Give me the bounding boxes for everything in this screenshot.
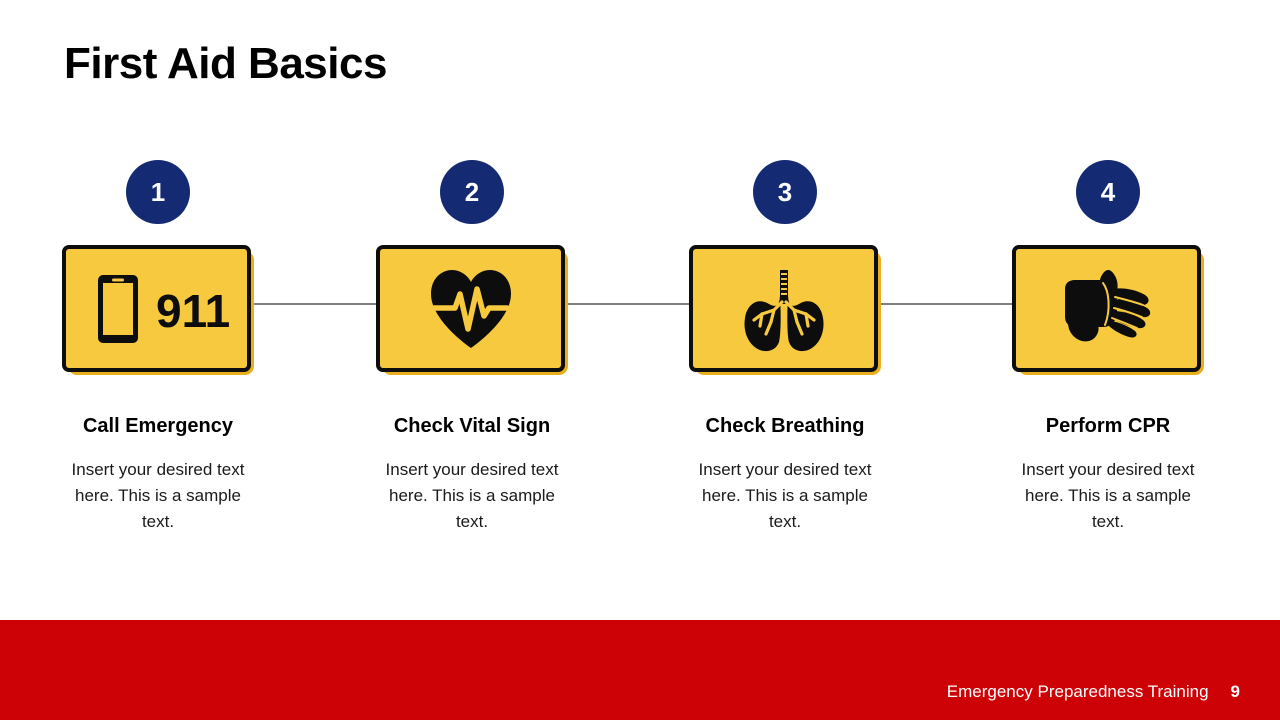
phone-911-icon: 911 — [97, 274, 230, 343]
step-item-perform-cpr[interactable]: 4 — [983, 160, 1233, 534]
heart-pulse-icon — [430, 269, 511, 348]
card-face[interactable] — [1012, 245, 1201, 372]
page-number: 9 — [1230, 682, 1240, 701]
step-card[interactable] — [689, 245, 881, 375]
step-item-call-emergency[interactable]: 1 911 Call Emergency Insert your desired… — [33, 160, 283, 534]
card-face[interactable] — [689, 245, 878, 372]
step-heading: Check Breathing — [705, 415, 865, 437]
step-body: Insert your desired text here. This is a… — [1021, 460, 1195, 531]
step-number-badge: 2 — [440, 160, 504, 224]
steps-row: 1 911 Call Emergency Insert your desired… — [33, 160, 1233, 534]
step-heading: Perform CPR — [1045, 415, 1171, 437]
card-face[interactable]: 911 — [62, 245, 251, 372]
step-body: Insert your desired text here. This is a… — [385, 460, 559, 531]
step-item-check-breathing[interactable]: 3 — [660, 160, 910, 534]
step-number-badge: 4 — [1076, 160, 1140, 224]
step-card[interactable]: 911 — [62, 245, 254, 375]
connector-line-3-4 — [879, 303, 1015, 305]
step-card[interactable] — [376, 245, 568, 375]
step-card[interactable] — [1012, 245, 1204, 375]
card-face[interactable] — [376, 245, 565, 372]
medical-gloves-icon — [1064, 269, 1150, 341]
connector-line-1-2 — [252, 303, 388, 305]
page-title: First Aid Basics — [64, 39, 387, 88]
svg-text:911: 911 — [156, 285, 230, 337]
step-item-check-vital-sign[interactable]: 2 Check Vital Sign Insert your desired t… — [347, 160, 597, 534]
step-number-badge: 1 — [126, 160, 190, 224]
lungs-icon — [743, 269, 824, 351]
footer-title: Emergency Preparedness Training — [946, 682, 1209, 701]
connector-line-2-3 — [565, 303, 701, 305]
step-number-badge: 3 — [753, 160, 817, 224]
step-body: Insert your desired text here. This is a… — [698, 460, 872, 531]
step-body: Insert your desired text here. This is a… — [71, 460, 245, 531]
step-heading: Check Vital Sign — [393, 415, 551, 437]
footer-content: Emergency Preparedness Training 9 — [947, 682, 1240, 702]
footer-band: Emergency Preparedness Training 9 — [0, 620, 1280, 720]
step-heading: Call Emergency — [82, 415, 234, 437]
